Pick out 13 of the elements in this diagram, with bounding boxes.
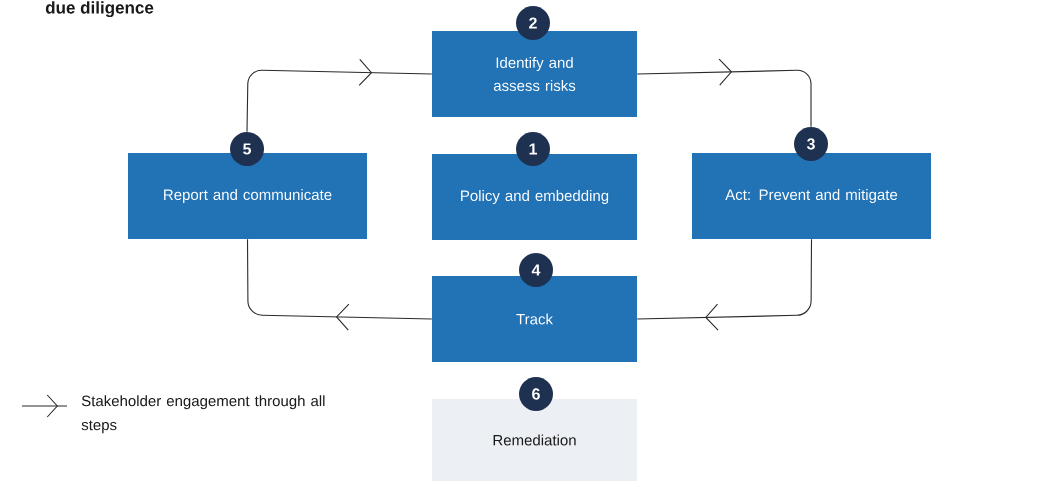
title: due diligence: [45, 1, 154, 18]
step-number-badge: 3: [794, 127, 828, 161]
step-number-badge: 5: [230, 132, 264, 166]
step-box: Track: [432, 276, 637, 362]
step-box: Remediation: [432, 399, 637, 481]
step-number-badge: 1: [516, 132, 550, 166]
step-box: Act: Prevent and mitigate: [692, 153, 931, 239]
legend-text: Stakeholder engagement through all steps: [81, 395, 325, 434]
step-number-badge: 6: [519, 377, 553, 411]
step-number-badge: 4: [519, 253, 553, 287]
step-number-badge: 2: [516, 6, 550, 40]
step-box: Identify and assess risks: [432, 31, 637, 117]
step-box: Policy and embedding: [432, 154, 637, 240]
